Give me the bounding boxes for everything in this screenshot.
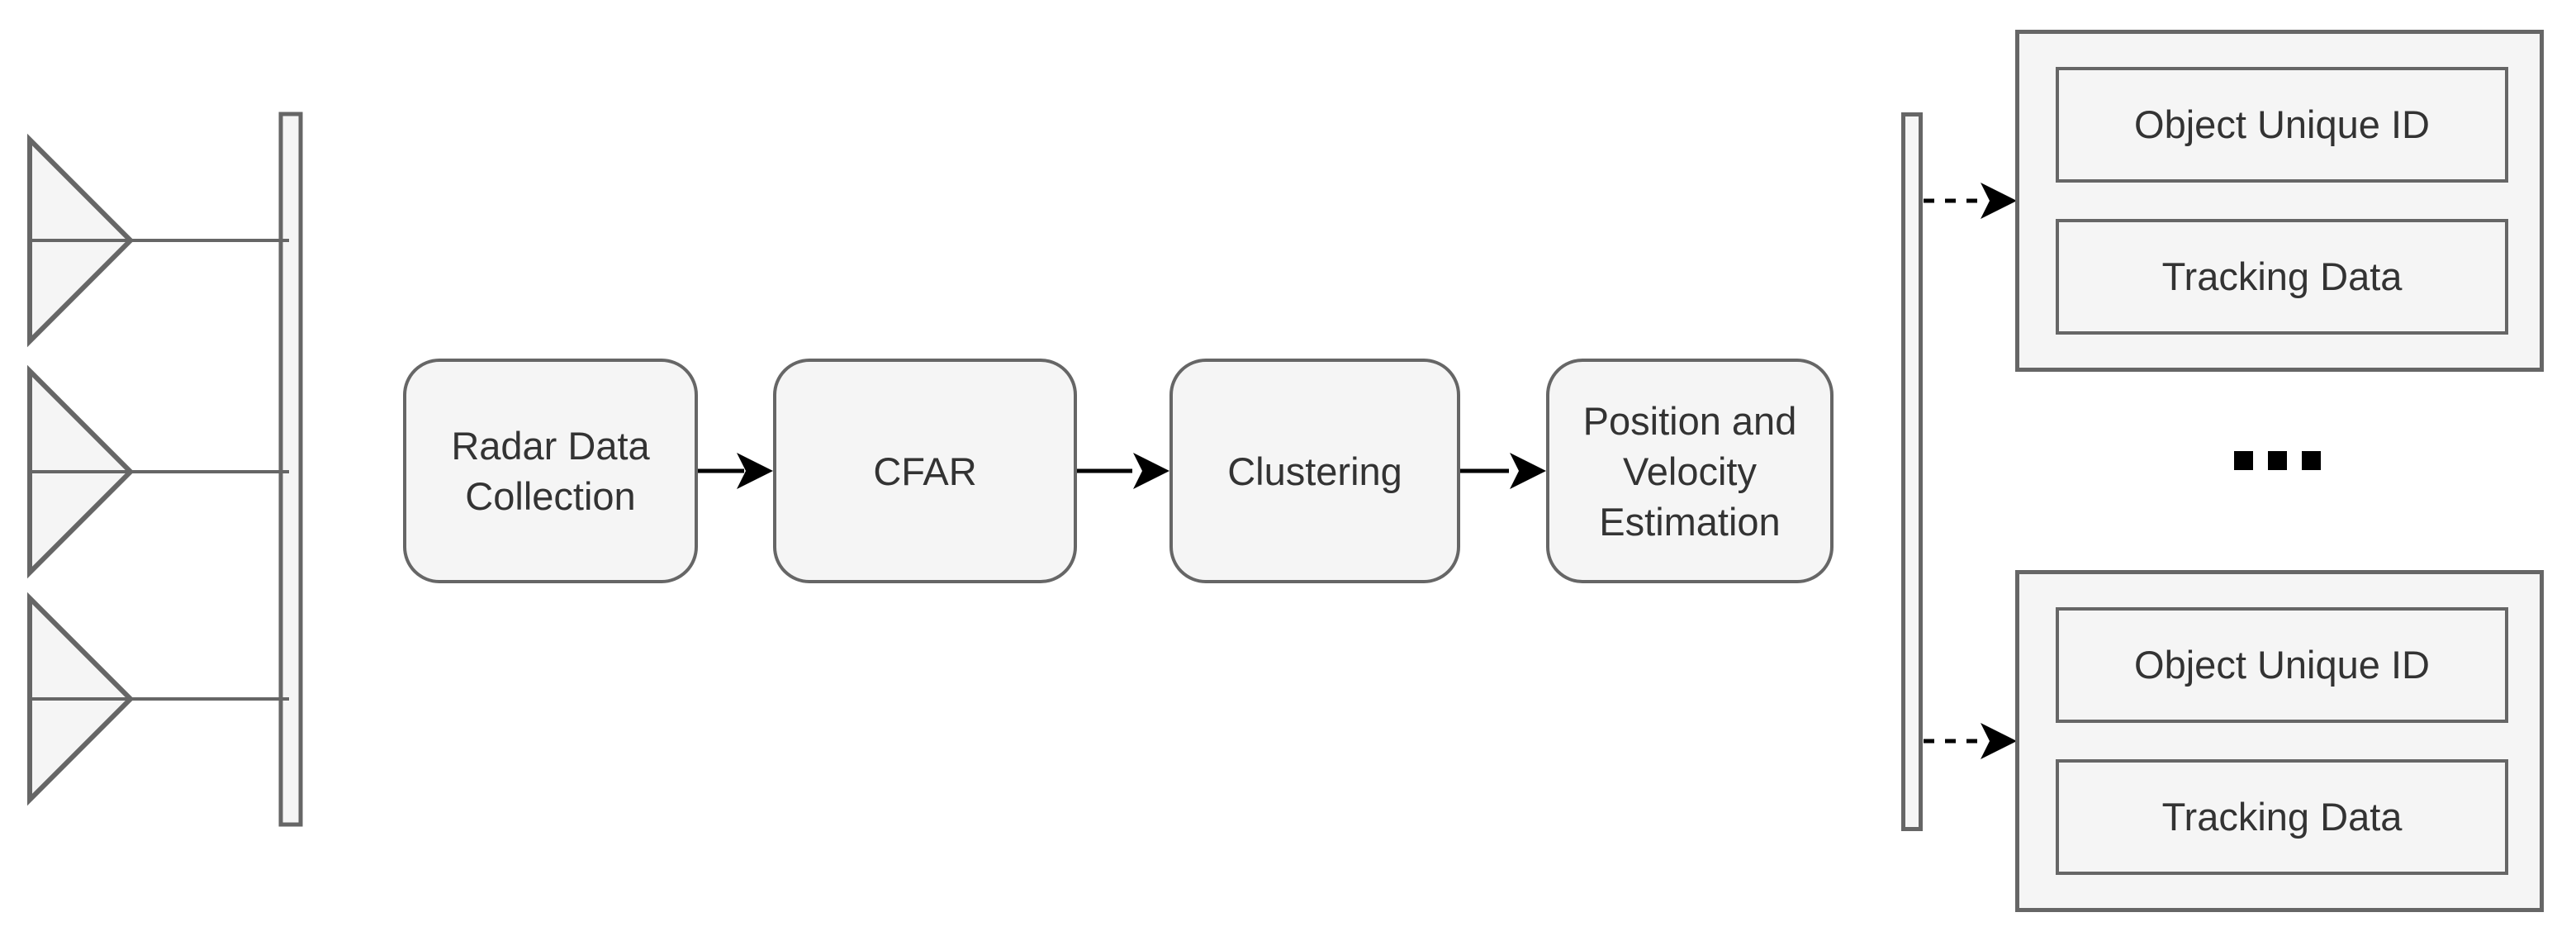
- object-field-label: Tracking Data: [2161, 795, 2403, 839]
- pipeline-step-label: Clustering: [1227, 449, 1402, 493]
- object-field-label: Object Unique ID: [2134, 643, 2430, 687]
- ellipsis-icon: [2234, 451, 2321, 470]
- antenna-icon: [27, 364, 289, 579]
- tracked-object-card: Object Unique ID Tracking Data: [2015, 570, 2544, 912]
- pipeline-step-position-velocity-estimation: Position and Velocity Estimation: [1546, 359, 1834, 583]
- antenna-icon: [27, 592, 289, 806]
- antenna-array-bar: [278, 112, 303, 827]
- object-field-tracking-data: Tracking Data: [2056, 759, 2508, 875]
- dashed-arrow-right-icon: [1924, 723, 2017, 759]
- object-field-unique-id: Object Unique ID: [2056, 607, 2508, 723]
- antenna-icon: [27, 133, 289, 348]
- object-field-unique-id: Object Unique ID: [2056, 67, 2508, 183]
- tracked-object-card: Object Unique ID Tracking Data: [2015, 30, 2544, 372]
- dashed-arrow-right-icon: [1924, 183, 2017, 219]
- pipeline-step-label: Radar Data Collection: [451, 424, 650, 518]
- arrow-right-icon: [1077, 453, 1169, 489]
- ellipsis-dot: [2234, 451, 2253, 470]
- pipeline-step-cfar: CFAR: [773, 359, 1077, 583]
- arrow-right-icon: [698, 453, 773, 489]
- ellipsis-dot: [2302, 451, 2321, 470]
- object-field-label: Tracking Data: [2161, 254, 2403, 298]
- pipeline-step-radar-data-collection: Radar Data Collection: [403, 359, 698, 583]
- object-field-tracking-data: Tracking Data: [2056, 219, 2508, 335]
- pipeline-step-label: CFAR: [873, 449, 977, 493]
- object-field-label: Object Unique ID: [2134, 102, 2430, 146]
- output-bus-bar: [1901, 112, 1923, 831]
- pipeline-step-clustering: Clustering: [1169, 359, 1460, 583]
- pipeline-step-label: Position and Velocity Estimation: [1582, 398, 1797, 544]
- ellipsis-dot: [2268, 451, 2287, 470]
- arrow-right-icon: [1460, 453, 1546, 489]
